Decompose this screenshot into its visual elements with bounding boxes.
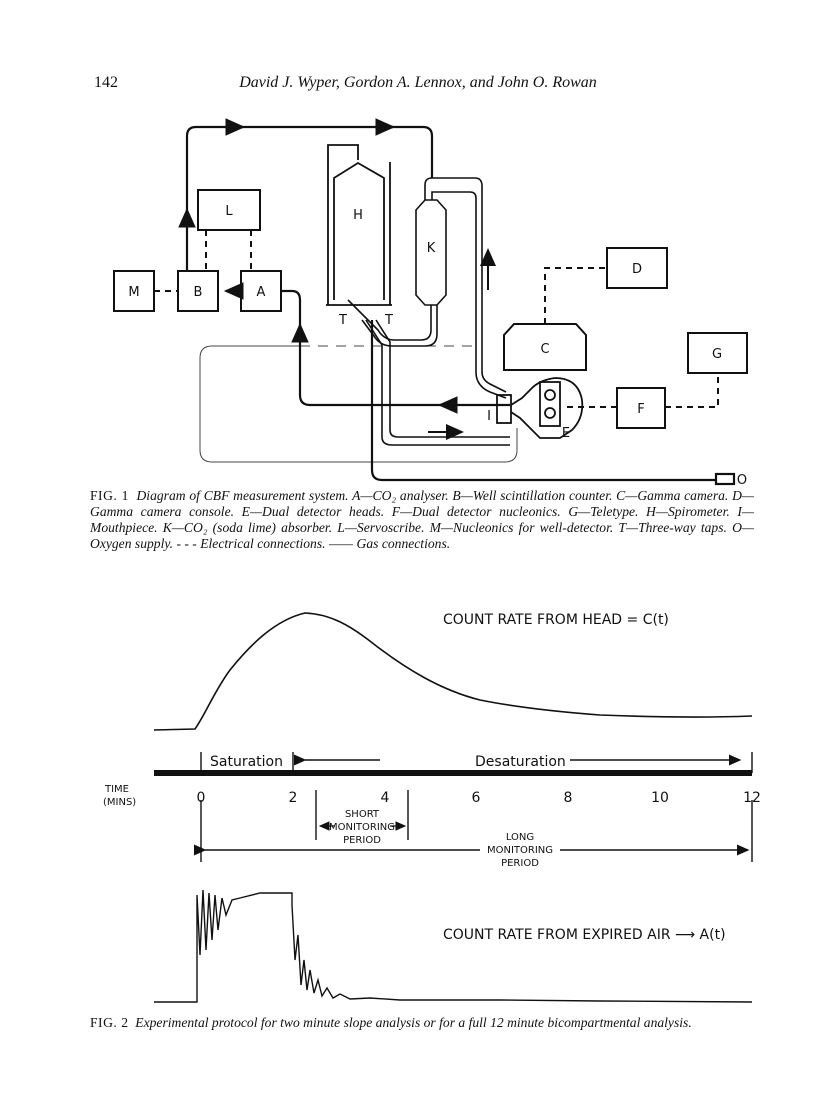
figure-2-caption-text: Experimental protocol for two minute slo… [135, 1015, 692, 1030]
expired-air-label: COUNT RATE FROM EXPIRED AIR ⟶ A(t) [443, 927, 726, 943]
box-c [503, 323, 587, 371]
tick-0: 0 [197, 790, 206, 806]
saturation-label: Saturation [210, 754, 283, 770]
tick-8: 8 [564, 790, 573, 806]
head-count-curve [153, 612, 753, 731]
desaturation-label: Desaturation [475, 754, 566, 770]
label-o: O [737, 473, 747, 488]
label-l: L [225, 204, 233, 219]
label-t1: T [338, 313, 347, 328]
head-count-label: COUNT RATE FROM HEAD = C(t) [443, 612, 669, 628]
tick-2: 2 [289, 790, 298, 806]
label-g: G [712, 347, 722, 362]
tick-10: 10 [651, 790, 669, 806]
long-period-label-3: PERIOD [501, 858, 539, 869]
box-d [606, 247, 668, 289]
label-c: C [540, 342, 549, 357]
label-i: I [487, 409, 491, 424]
tick-12: 12 [743, 790, 761, 806]
label-b: B [194, 285, 203, 300]
figure-1-caption: FIG. 1 Diagram of CBF measurement system… [90, 488, 754, 552]
page-number: 142 [94, 74, 118, 91]
long-period-label-1: LONG [506, 832, 534, 843]
figure-1-caption-label: FIG. 1 [90, 488, 129, 503]
label-d: D [632, 262, 642, 277]
label-a: A [257, 285, 266, 300]
figure-1-caption-text: Diagram of CBF measurement system. A—CO₂… [90, 488, 755, 551]
label-f: F [637, 402, 644, 417]
time-label: TIME [104, 784, 129, 795]
expired-air-curve [154, 889, 753, 1003]
short-period-label-3: PERIOD [343, 835, 381, 846]
label-k: K [427, 241, 436, 256]
tick-6: 6 [472, 790, 481, 806]
long-period-label-2: MONITORING [487, 845, 553, 856]
label-t2: T [384, 313, 393, 328]
figure-2-caption: FIG. 2 Experimental protocol for two min… [90, 1015, 754, 1031]
box-g [687, 332, 748, 374]
short-period-label-2: MONITORING [329, 822, 395, 833]
running-header-authors: David J. Wyper, Gordon A. Lennox, and Jo… [239, 74, 597, 91]
time-unit-label: (MINS) [103, 797, 136, 808]
short-period-label-1: SHORT [345, 809, 380, 820]
label-h: H [353, 208, 363, 223]
box-l [197, 189, 261, 231]
label-e: E [562, 426, 570, 441]
figure-2-caption-label: FIG. 2 [90, 1015, 129, 1030]
tick-4: 4 [381, 790, 390, 806]
label-m: M [128, 285, 139, 300]
